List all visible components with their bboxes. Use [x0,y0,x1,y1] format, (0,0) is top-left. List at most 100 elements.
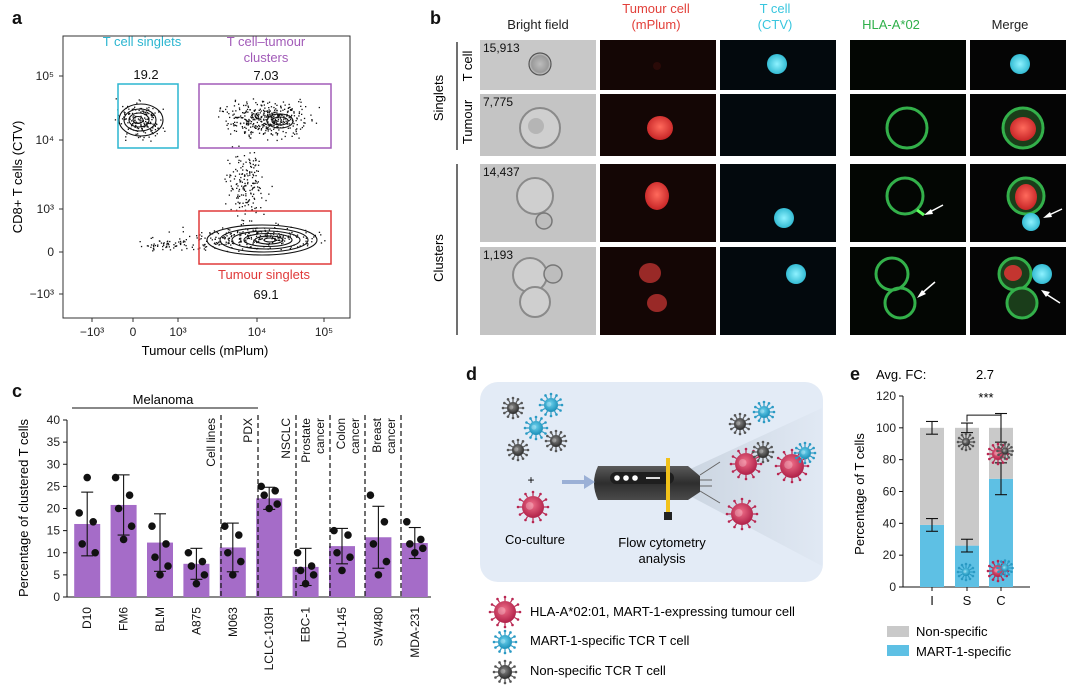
flow-event [255,211,257,214]
flow-event [246,238,248,240]
flow-event [264,234,266,236]
flow-event [263,133,265,135]
c-point [198,557,207,566]
flow-event [243,112,245,114]
flow-event [130,120,133,122]
flow-event [311,120,313,122]
flow-event [264,107,266,109]
flow-event [249,163,252,165]
flow-event [265,110,267,112]
flow-event [263,119,265,121]
flow-event [313,236,315,238]
gate-cluster-label-2: clusters [244,50,289,65]
flow-event [136,127,138,129]
flow-event [239,241,241,243]
flow-event [306,245,309,247]
flow-event [268,115,270,118]
e-y-tick-label: 60 [883,485,897,499]
flow-event [230,236,232,238]
flow-event [241,185,243,187]
flow-event [268,107,270,109]
flow-event [272,242,274,244]
flow-event [290,118,292,121]
flow-event [254,114,256,116]
c-point [125,491,134,500]
flow-event [279,123,281,125]
flow-event [253,240,255,242]
cell-icon [956,562,976,582]
flow-event [230,133,232,135]
flow-event [280,110,282,112]
plus-sign: + [527,473,534,487]
flow-event [182,226,184,228]
c-point [156,571,164,579]
flow-event [238,116,240,118]
flow-event [263,112,265,114]
flow-event [235,156,237,158]
flow-event [245,169,248,171]
flow-event [277,120,279,122]
flow-event [243,122,245,124]
flow-event [150,246,152,248]
y-tick-label: 10⁴ [35,133,54,147]
flow-event [236,183,238,185]
flow-event [244,118,246,120]
flow-event [244,115,246,117]
flow-event [254,165,256,167]
flow-event [276,104,278,106]
col-header-tumour-2: (mPlum) [631,17,680,32]
flow-event [147,126,149,128]
flow-event [238,161,240,164]
flow-event [243,104,245,107]
e-y-tick-label: 0 [889,580,896,594]
flow-event [247,200,250,202]
micrograph-row-tcell [480,40,1066,90]
legend-tumour-label: HLA-A*02:01, MART-1-expressing tumour ce… [530,604,795,619]
flow-event [263,123,265,125]
flow-event [298,101,300,103]
flow-event [137,127,140,130]
cell-icon [492,659,518,685]
flow-event [287,237,289,239]
flow-event [270,106,273,108]
flow-event [151,129,153,132]
flow-event [140,111,142,113]
c-x-tick-label: A875 [189,607,203,635]
flow-event [209,233,211,235]
flow-event [244,205,246,207]
flow-event [267,130,269,132]
flow-event [253,198,256,200]
flow-event [261,120,263,123]
flow-event [274,227,276,229]
flow-event [152,236,154,239]
c-x-tick-label: SW480 [371,607,385,647]
flow-event [253,123,255,125]
flow-event [179,238,181,240]
flow-event [265,236,267,238]
flow-event [273,121,275,123]
flow-y-ticks: 10⁵ 10⁴ 10³ 0 −10³ [30,69,55,301]
flow-event [267,113,269,116]
flow-event [235,130,238,132]
flow-event [148,136,150,138]
flow-event [234,124,237,126]
c-point [382,557,391,566]
cell-icon [793,441,817,465]
flow-event [222,227,224,229]
flow-event [128,108,130,110]
flow-event [271,113,273,115]
flow-event [150,130,152,132]
c-point [273,500,282,508]
flow-event [162,245,164,248]
count-label: 7,775 [483,95,513,109]
flow-event [196,235,198,237]
flow-event [260,104,262,106]
flow-event [286,111,289,113]
flow-event [154,112,156,114]
gate-tcell-singlets [117,83,179,149]
flow-event [132,123,134,125]
c-point [333,548,341,557]
flow-event [252,182,254,184]
flow-event [247,175,249,177]
flow-event [305,106,307,108]
